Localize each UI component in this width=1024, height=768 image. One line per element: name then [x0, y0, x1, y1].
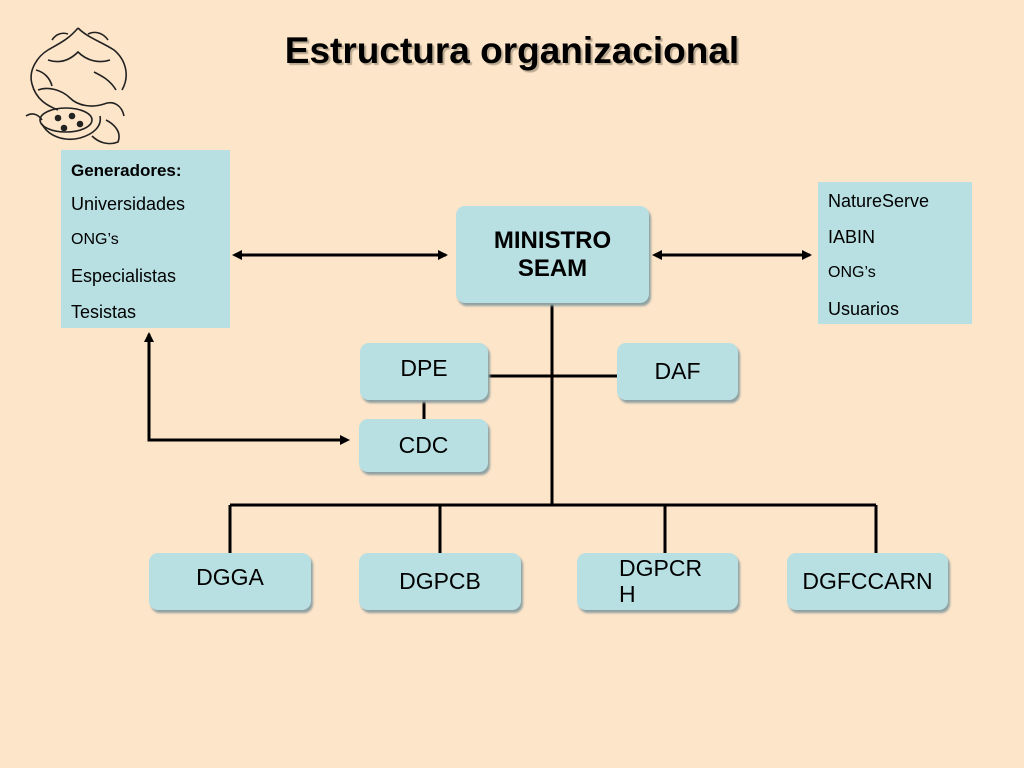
node-dgpcb: DGPCB [359, 553, 521, 610]
node-dgpcrh-line2: H [619, 580, 636, 607]
node-dgfccarn: DGFCCARN [787, 553, 948, 610]
list-item: Especialistas [71, 266, 177, 286]
generadores-panel: Generadores: Universidades ONG’s Especia… [61, 150, 230, 328]
cdc-generadores-arrow [144, 332, 350, 445]
list-item: Usuarios [828, 299, 900, 319]
node-ministro-line1: MINISTRO [493, 226, 612, 254]
node-dgga: DGGA [149, 553, 311, 610]
node-ministro-seam: MINISTRO SEAM [456, 206, 649, 303]
generadores-heading: Generadores: [71, 161, 182, 180]
list-item: NatureServe [828, 191, 930, 211]
node-ministro-line2: SEAM [517, 254, 588, 282]
node-cdc: CDC [359, 419, 488, 472]
list-item: ONG’s [71, 231, 119, 248]
list-item: IABIN [828, 227, 876, 247]
wildlife-logo-icon [25, 27, 127, 145]
node-dpe: DPE [360, 343, 488, 400]
partners-panel: NatureServe IABIN ONG’s Usuarios [818, 182, 972, 324]
page-title: Estructura organizacional [284, 30, 740, 71]
list-item: ONG’s [828, 264, 876, 281]
node-daf: DAF [617, 343, 738, 400]
list-item: Tesistas [71, 302, 137, 322]
node-dgpcrh: DGPCR H [577, 553, 738, 610]
list-item: Universidades [71, 194, 186, 214]
node-dgpcrh-line1: DGPCR [619, 555, 703, 582]
